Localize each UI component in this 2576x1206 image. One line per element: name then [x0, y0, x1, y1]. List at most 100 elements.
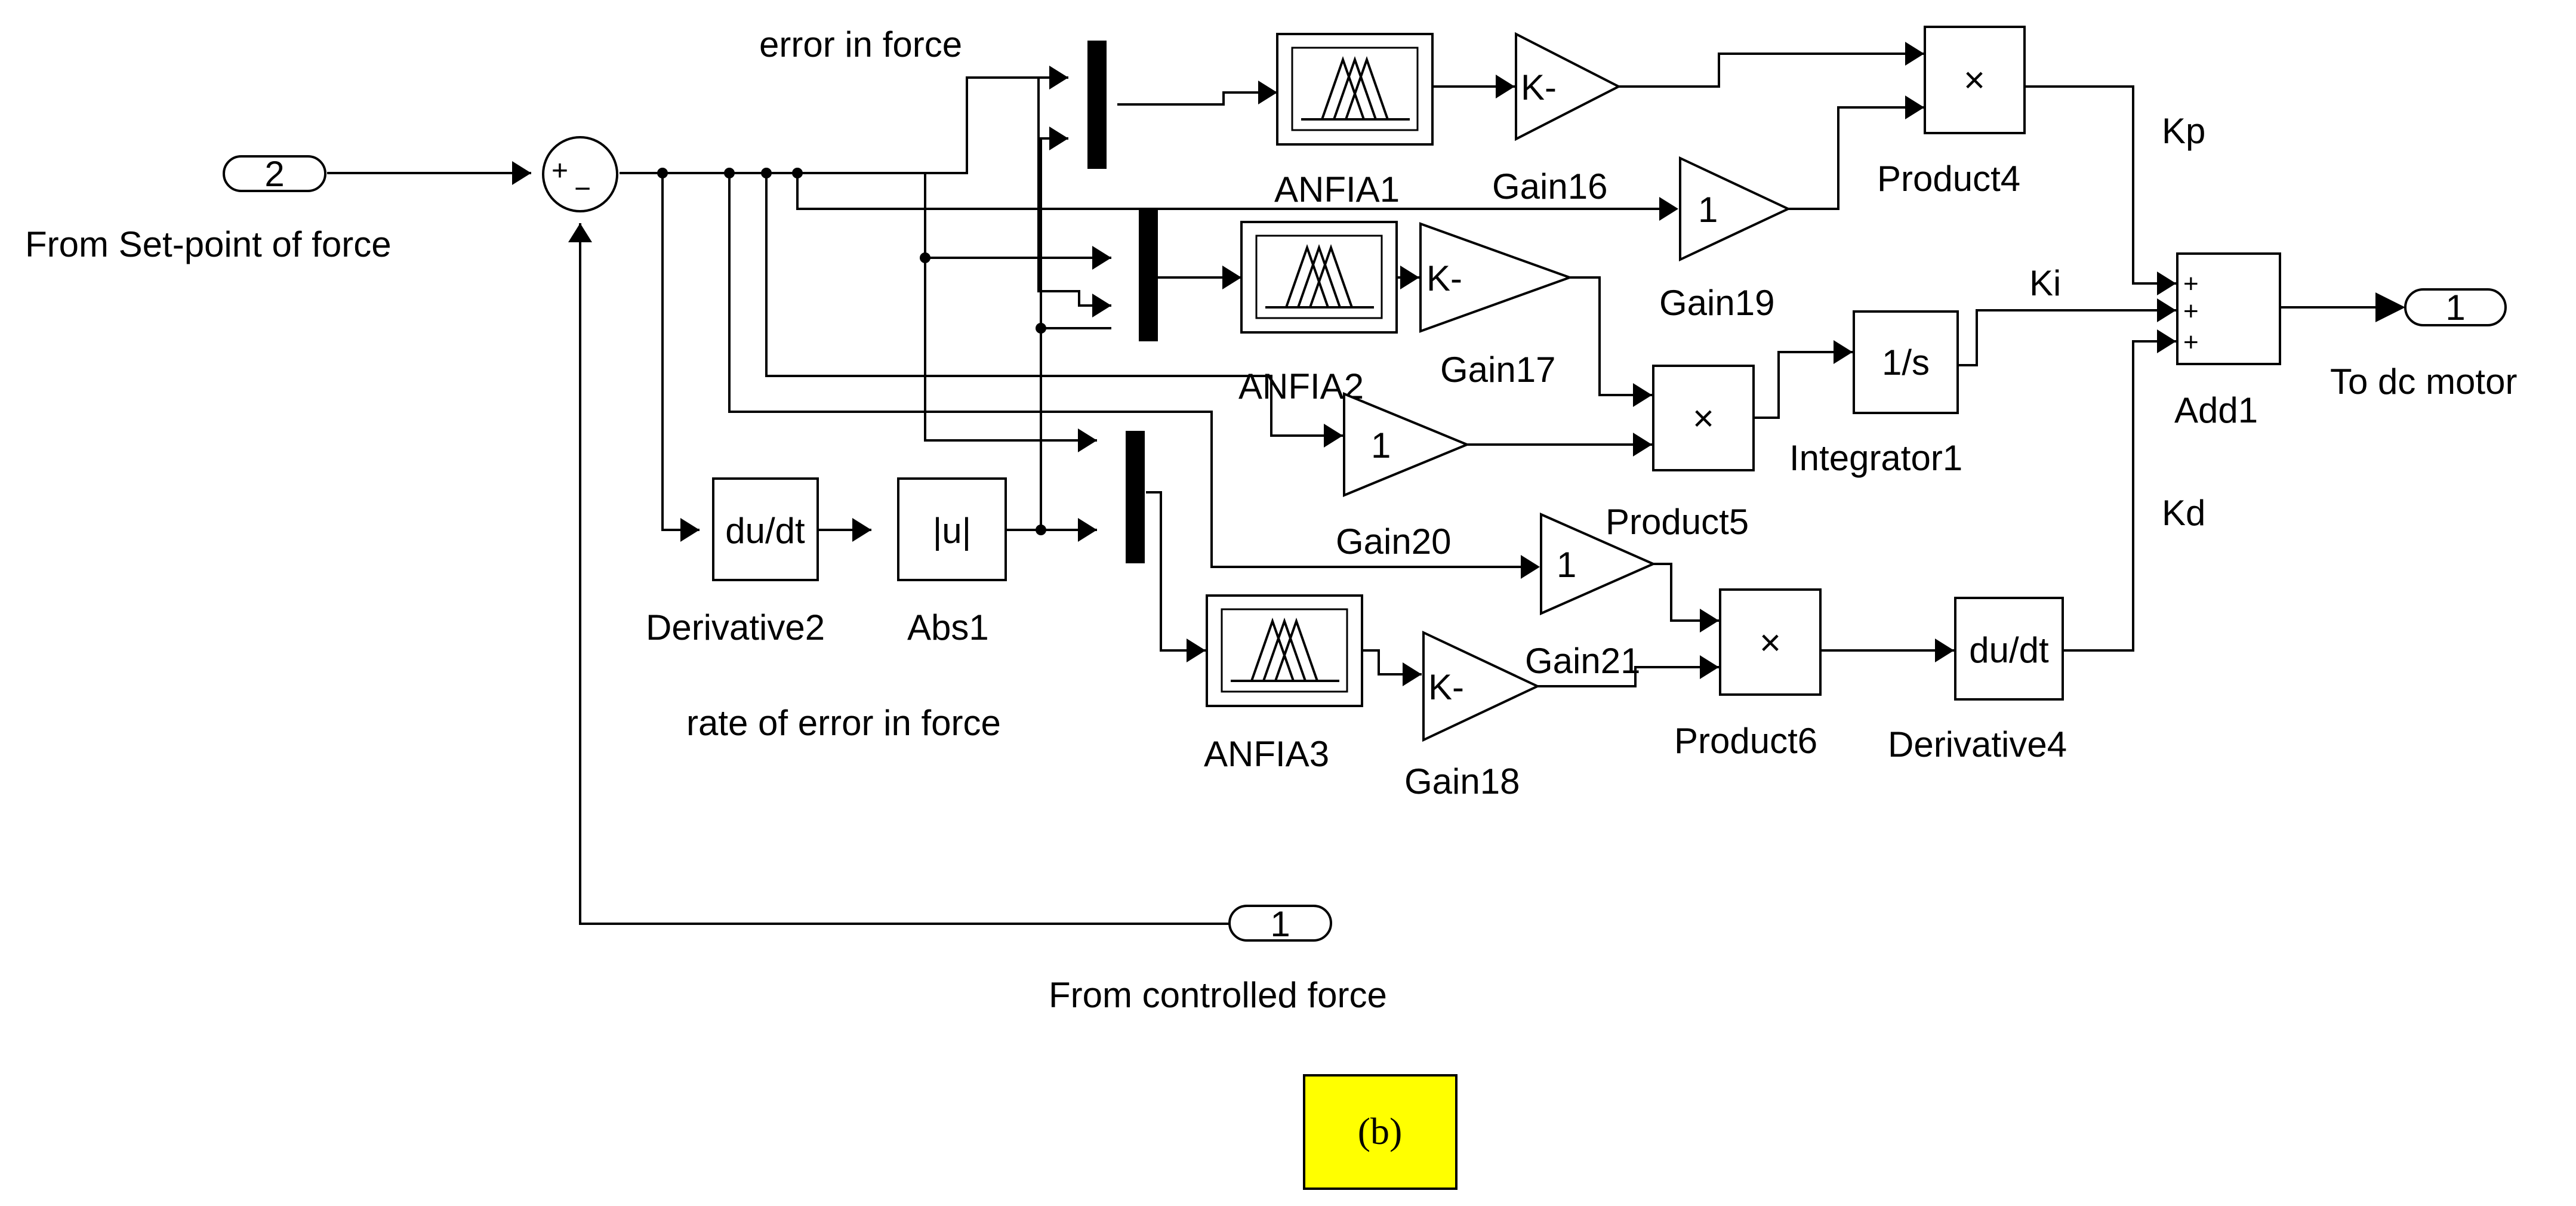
inport-controlled[interactable]: 1 From controlled force: [1049, 904, 1387, 1015]
outport-dc-motor[interactable]: 1 To dc motor: [2330, 288, 2517, 402]
arrow-mux2-in1: [1092, 246, 1111, 270]
gain16-block[interactable]: K- Gain16: [1492, 32, 1622, 206]
gain17-triangle: [1419, 222, 1573, 333]
arrow-gain19-in: [1659, 197, 1678, 221]
arrow-product6-in1: [1700, 609, 1719, 633]
arrow-outport-in: [2375, 292, 2405, 322]
outport-number: 1: [2445, 288, 2465, 328]
abs1-label: Abs1: [907, 607, 989, 647]
arrow-mux1-in2: [1049, 127, 1068, 150]
figure-tag-text: (b): [1358, 1110, 1403, 1152]
anfia2-block[interactable]: ANFIA2: [1238, 221, 1398, 406]
mux2-bar[interactable]: [1139, 209, 1158, 341]
anfia3-box: [1206, 594, 1363, 707]
branch-dot: [920, 252, 930, 263]
gain21-label: Gain21: [1525, 641, 1640, 681]
outport-shape: [2404, 288, 2507, 326]
mux1-bar[interactable]: [1087, 41, 1107, 169]
product5-block[interactable]: × Product5: [1606, 365, 1755, 542]
anfia3-block[interactable]: ANFIA3: [1204, 594, 1363, 774]
gain18-block[interactable]: K- Gain18: [1404, 630, 1540, 801]
product4-block[interactable]: × Product4: [1877, 26, 2026, 199]
integrator1-box: [1853, 310, 1959, 414]
inport-controlled-label: From controlled force: [1049, 975, 1387, 1015]
arrow-abs1-in: [852, 518, 871, 542]
product6-block[interactable]: × Product6: [1674, 588, 1822, 761]
outport-label: To dc motor: [2330, 362, 2517, 402]
arrow-add1-in3: [2157, 329, 2176, 353]
sum-block[interactable]: + −: [542, 136, 618, 212]
derivative4-text: du/dt: [1969, 630, 2049, 670]
gain17-block[interactable]: K- Gain17: [1419, 222, 1573, 390]
integrator1-block[interactable]: 1/s Integrator1: [1789, 310, 1962, 478]
gain17-label: Gain17: [1440, 350, 1555, 390]
signal-label-kp: Kp: [2162, 111, 2205, 151]
gain19-triangle: [1679, 156, 1791, 262]
anfia2-membership-icon: [1265, 243, 1374, 309]
gain21-block[interactable]: 1 Gain21: [1525, 512, 1656, 681]
gain21-triangle: [1540, 512, 1656, 616]
branch-dot: [724, 168, 735, 178]
arrow-product5-in1: [1633, 383, 1652, 407]
inport-setpoint-number: 2: [264, 154, 284, 194]
inport-setpoint-shape: [223, 155, 326, 192]
product6-label: Product6: [1674, 721, 1817, 761]
gain16-triangle: [1515, 32, 1622, 141]
anfia1-block[interactable]: ANFIA1: [1274, 33, 1434, 209]
wire-derivative4-kd-to-add1: [2063, 340, 2176, 652]
wire-error-to-mux1: [663, 76, 1068, 174]
inport-controlled-number: 1: [1270, 904, 1290, 944]
wire-integrator1-ki-to-add1: [1958, 309, 2176, 366]
gain19-label: Gain19: [1659, 283, 1774, 323]
arrow-mux3-in2: [1078, 518, 1097, 542]
gain19-block[interactable]: 1 Gain19: [1659, 156, 1791, 323]
add1-block[interactable]: + + + Add1: [2174, 252, 2281, 430]
arrow-gain20-in: [1324, 424, 1343, 448]
arrow-product6-in2: [1700, 655, 1719, 679]
wire-error-to-gain21: [728, 173, 1522, 568]
wire-error-branch-mux3: [924, 258, 1097, 442]
branch-points: [657, 168, 1046, 535]
branch-dot: [657, 168, 668, 178]
wire-product4-kp-to-add1: [2025, 85, 2176, 285]
gain21-text: 1: [1557, 545, 1576, 585]
gain19-text: 1: [1698, 190, 1718, 230]
inport-controlled-shape: [1228, 905, 1332, 942]
arrow-integrator1-in: [1834, 340, 1853, 364]
wire-mux1-to-anfia1: [1117, 91, 1277, 106]
arrow-sum-in1: [512, 161, 531, 185]
arrow-anfia2-in: [1222, 266, 1241, 289]
product6-symbol: ×: [1760, 622, 1781, 664]
arrow-derivative4-in: [1935, 639, 1954, 662]
gain20-triangle: [1343, 392, 1471, 497]
wire-error-to-mux2-in2: [1037, 78, 1111, 307]
signal-label-rate-error: rate of error in force: [686, 703, 1001, 743]
anfia3-membership-icon: [1231, 617, 1339, 682]
add1-box: [2176, 252, 2281, 365]
product4-symbol: ×: [1964, 60, 1985, 101]
inport-setpoint[interactable]: 2 From Set-point of force: [25, 154, 392, 264]
wire-mux3-to-anfia3: [1146, 491, 1206, 652]
add1-sign-2: +: [2183, 297, 2199, 326]
branch-dot: [761, 168, 772, 178]
derivative2-block[interactable]: du/dt Derivative2: [646, 477, 825, 647]
gain20-block[interactable]: 1 Gain20: [1336, 392, 1471, 562]
product5-symbol: ×: [1693, 398, 1714, 439]
gain20-label: Gain20: [1336, 522, 1451, 562]
signal-wires: [327, 53, 2375, 925]
anfia3-inner-frame: [1221, 608, 1348, 693]
abs1-block[interactable]: |u| Abs1: [897, 477, 1007, 647]
integrator1-label: Integrator1: [1789, 438, 1962, 478]
signal-label-kd: Kd: [2162, 493, 2205, 533]
wire-error-to-mux2-mux3: [924, 173, 1111, 259]
gain17-text: K-: [1426, 258, 1462, 298]
mux3-bar[interactable]: [1126, 431, 1145, 563]
wire-gain19-to-product4: [1788, 106, 1924, 210]
wire-gain17-to-product5: [1570, 276, 1652, 396]
anfia2-inner-frame: [1255, 235, 1383, 319]
sum-minus-sign: −: [574, 173, 591, 205]
anfia2-box: [1240, 221, 1398, 334]
arrow-add1-in1: [2157, 272, 2176, 295]
derivative4-block[interactable]: du/dt Derivative4: [1888, 597, 2067, 764]
